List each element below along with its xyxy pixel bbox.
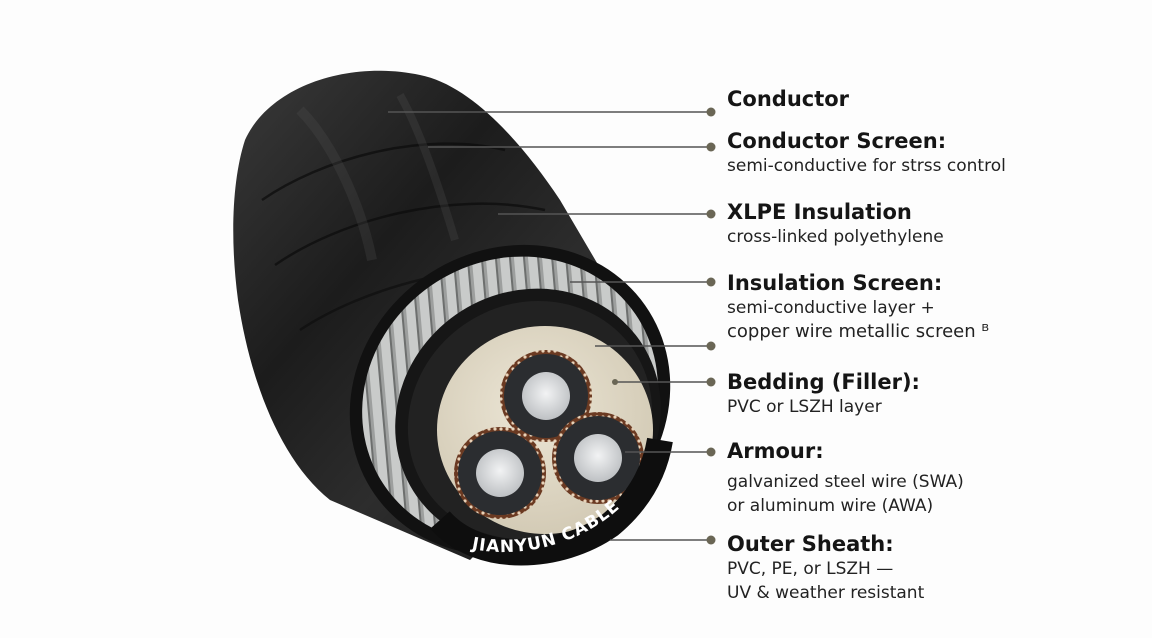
core-1	[500, 350, 592, 442]
label-title: Conductor Screen:	[727, 129, 947, 153]
label-desc: PVC, PE, or LSZH —	[727, 559, 894, 579]
label-title: Conductor	[727, 87, 850, 111]
label-conductor: Conductor	[727, 86, 849, 112]
label-desc: UV & weather resistant	[727, 583, 925, 603]
leader-dots	[612, 107, 716, 545]
label-desc: semi-conductive layer +	[727, 298, 935, 318]
label-armour: Armour: galvanized steel wire (SWA) or a…	[727, 438, 964, 518]
core-2	[454, 427, 546, 519]
label-insulation-screen: Insulation Screen: semi-conductive layer…	[727, 270, 989, 344]
label-conductor-screen: Conductor Screen: semi-conductive for st…	[727, 128, 1006, 178]
label-title: XLPE Insulation	[727, 200, 912, 224]
core-3	[552, 412, 644, 504]
leader-lines	[388, 111, 710, 541]
label-bedding: Bedding (Filler): PVC or LSZH layer	[727, 369, 920, 419]
label-desc: semi-conductive for strss control	[727, 156, 1006, 176]
label-title: Outer Sheath:	[727, 532, 894, 556]
label-xlpe-insulation: XLPE Insulation cross-linked polyethylen…	[727, 199, 944, 249]
label-desc: cross-linked polyethylene	[727, 227, 944, 247]
label-desc: or aluminum wire (AWA)	[727, 496, 934, 516]
label-title: Armour:	[727, 439, 824, 463]
label-desc: copper wire metallic screen ᴮ	[727, 321, 990, 342]
label-outer-sheath: Outer Sheath: PVC, PE, or LSZH — UV & we…	[727, 531, 924, 605]
label-title: Insulation Screen:	[727, 271, 943, 295]
label-desc: galvanized steel wire (SWA)	[727, 472, 964, 492]
label-title: Bedding (Filler):	[727, 370, 920, 394]
label-desc: PVC or LSZH layer	[727, 397, 882, 417]
